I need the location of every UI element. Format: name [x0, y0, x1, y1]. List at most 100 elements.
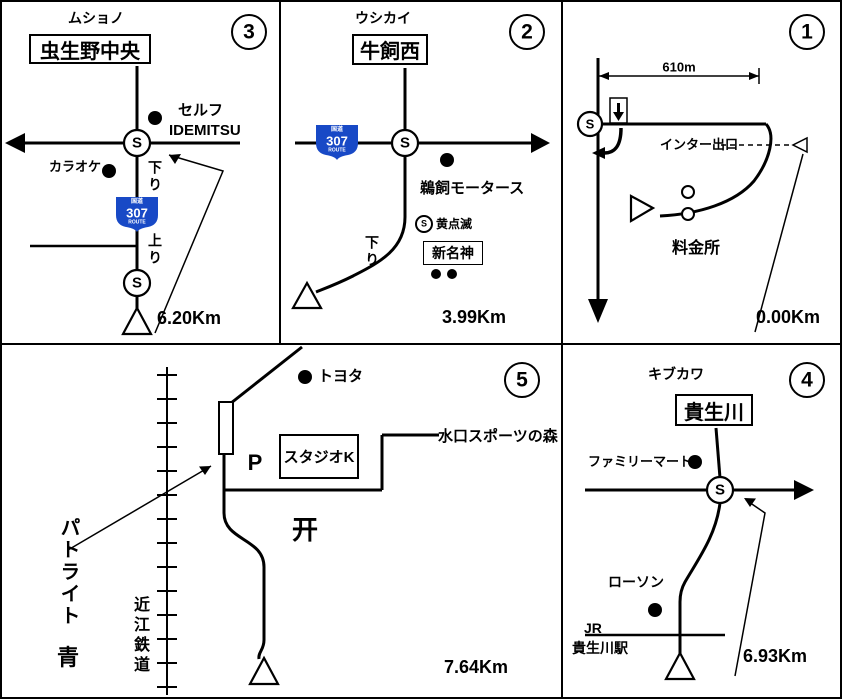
parking-lot-rect: [218, 401, 234, 455]
distance-pointer-line: [154, 154, 225, 334]
panel-number: 5: [516, 368, 528, 392]
down-direction-label: 下り: [147, 160, 163, 194]
panel-number: 4: [801, 368, 813, 392]
sports-park-label: 水口スポーツの森: [438, 428, 558, 445]
start-triangle-marker: [629, 194, 656, 223]
signal-letter: S: [420, 218, 428, 229]
route-307-shield: [316, 125, 358, 160]
main-road-south: [678, 502, 722, 654]
poi-dot: [431, 269, 441, 279]
panel-number: 1: [801, 20, 813, 44]
expressway-name-box: 新名神: [423, 241, 483, 265]
gas-station-brand-label: IDEMITSU: [169, 122, 241, 139]
familymart-poi-dot: [688, 455, 702, 469]
signal-circle: [390, 128, 420, 158]
station-label: 貴生川駅: [572, 640, 628, 656]
toll-booth-circle: [681, 185, 695, 199]
dimension-label: 610m: [662, 59, 696, 75]
panel-4-kibukawa: 4 キブカワ 貴生川 ファミリーマート S ローソン JR 貴生川駅 6.93K…: [563, 345, 840, 697]
distance-pointer-line: [754, 153, 804, 333]
familymart-label: ファミリーマート: [588, 454, 693, 469]
signal-letter: S: [131, 274, 143, 292]
panel-number-circle: [789, 14, 825, 50]
toll-booth-circle: [681, 207, 695, 221]
lawson-label: ローソン: [608, 574, 664, 590]
patlite-pointer-arrowhead: [199, 466, 211, 475]
signal-circle: [122, 268, 152, 298]
distance-pointer-arrowhead: [169, 154, 181, 164]
signal-circle: [122, 128, 152, 158]
panel-1-map-drawing: [576, 14, 825, 333]
panel-number-circle: [509, 14, 545, 50]
panel-5-studio-k: 5 トヨタ P スタジオK 水口スポーツの森 开 パトライト 青 近江鉄道 7.…: [2, 345, 563, 697]
motors-shop-label: 鵜飼モータース: [420, 180, 525, 197]
toyota-poi-dot: [298, 370, 312, 384]
blue-label: 青: [56, 645, 80, 670]
east-arrow: [794, 480, 814, 500]
panel-number: 3: [243, 20, 255, 44]
distance-label: 3.99Km: [442, 307, 507, 327]
shop-poi-dot: [440, 153, 454, 167]
gas-station-label: セルフ: [178, 102, 224, 119]
route-sign-route-label: ROUTE: [128, 219, 146, 226]
distance-label: 7.64Km: [444, 657, 509, 677]
panel-number-circle: [789, 362, 825, 398]
patlite-pointer-line: [67, 465, 212, 551]
signal-letter: S: [714, 481, 726, 499]
jr-label: JR: [584, 620, 602, 636]
main-road-north: [714, 427, 722, 479]
flashing-signal-circle: [415, 215, 433, 233]
panel-2-map-drawing: [291, 14, 550, 310]
interchange-exit-label: インター出口: [660, 137, 739, 152]
area-label: キブカワ: [648, 366, 704, 382]
route-sign-kokudo-label: 国道: [130, 199, 144, 205]
panel-2-ushikai-nishi: 2 ウシカイ 牛飼西 S 鵜飼モータース S 黄点滅 新名神 下り 国道 307…: [281, 2, 563, 345]
main-road-south: [222, 490, 266, 660]
panel-4-map-drawing: [585, 362, 825, 681]
exit-pointer-arrowhead: [791, 136, 808, 154]
panel-number-circle: [504, 362, 540, 398]
intersection-name-box: 牛飼西: [352, 34, 428, 65]
distance-label: 0.00Km: [756, 307, 821, 327]
intersection-name-box: 貴生川: [675, 394, 753, 426]
dimension-arrow-left: [599, 72, 609, 80]
area-label: ウシカイ: [355, 10, 411, 26]
south-arrow: [588, 299, 608, 323]
up-direction-label: 上り: [147, 233, 163, 267]
panel-3-mushono-chuo: 3 ムショノ 虫生野中央 セルフ IDEMITSU カラオケ S S 下り 上り…: [2, 2, 281, 345]
start-triangle-marker: [291, 280, 323, 310]
panel-5-map-drawing: [67, 345, 540, 695]
parking-label: P: [247, 450, 263, 475]
turn-hook-arrow: [603, 127, 623, 155]
east-arrow: [531, 133, 550, 153]
distance-label: 6.93Km: [743, 646, 808, 666]
patlite-label: パトライト: [57, 517, 79, 627]
west-arrow: [5, 133, 25, 153]
panel-number: 2: [521, 20, 533, 44]
idemitsu-poi-dot: [148, 111, 162, 125]
start-triangle-marker: [664, 650, 696, 681]
start-triangle-marker: [121, 305, 153, 336]
flashing-yellow-label: 黄点滅: [436, 217, 473, 231]
approach-road: [225, 345, 303, 409]
down-direction-label: 下り: [364, 235, 380, 269]
distance-label: 6.20Km: [157, 308, 222, 328]
distance-pointer-arrowhead: [744, 498, 756, 507]
route-sign-route-label: ROUTE: [328, 147, 346, 154]
dimension-arrow-right: [749, 72, 759, 80]
route-307-shield: [116, 197, 158, 232]
signal-circle: [576, 110, 604, 138]
railway-ties: [157, 374, 177, 688]
toyota-label: トヨタ: [318, 368, 364, 385]
area-label: ムショノ: [68, 10, 124, 26]
gate-symbol: 开: [291, 515, 319, 545]
turn-hook-arrowhead: [592, 147, 605, 159]
intersection-name-box: 虫生野中央: [29, 34, 151, 64]
route-sign-number: 307: [126, 205, 148, 221]
start-triangle-marker: [248, 655, 280, 686]
one-way-down-arrowhead: [613, 112, 624, 121]
route-sign-kokudo-label: 国道: [330, 127, 344, 133]
main-road: [315, 68, 407, 294]
karaoke-poi-dot: [102, 164, 116, 178]
